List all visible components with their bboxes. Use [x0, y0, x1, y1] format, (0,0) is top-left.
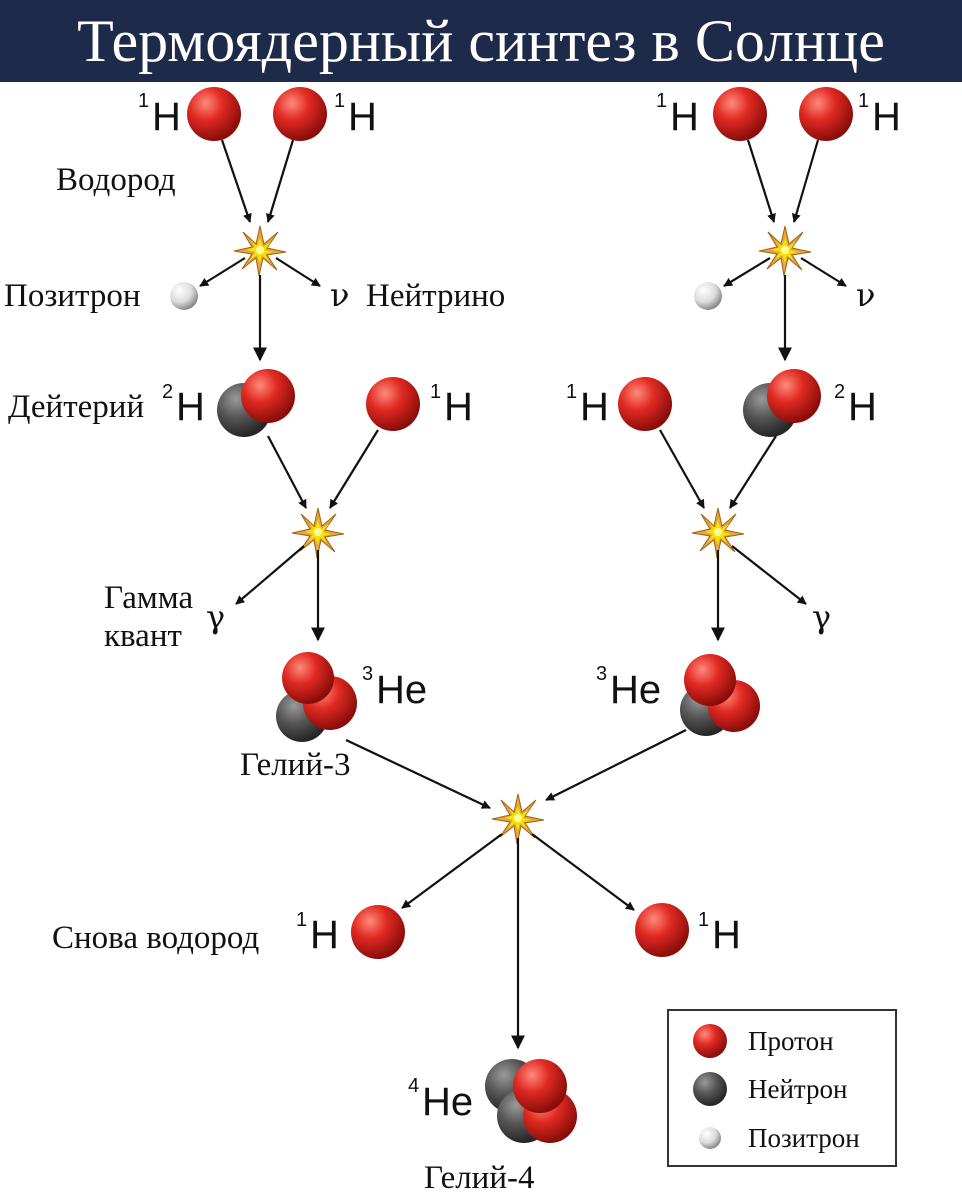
isotope-symbol: H — [444, 385, 473, 429]
flash-icon — [758, 225, 812, 277]
legend-neutron-label: Нейтрон — [748, 1074, 848, 1104]
proton-left-3 — [366, 377, 420, 431]
isotope-symbol: H — [176, 385, 205, 429]
isotope-symbol: H — [848, 385, 877, 429]
label-gamma-line1: Гамма — [104, 580, 193, 616]
label-helium4: Гелий-4 — [424, 1160, 535, 1196]
gamma-symbol: γ — [206, 598, 225, 636]
isotope-symbol: H — [152, 95, 181, 139]
isotope-mass: 1 — [698, 909, 709, 931]
proton-left-2 — [273, 87, 327, 141]
legend-positron-label: Позитрон — [748, 1123, 860, 1153]
label-hydrogen: Водород — [56, 162, 176, 198]
label-gamma-line2: квант — [104, 618, 182, 654]
proton-he3-left-b — [282, 652, 334, 704]
legend-proton-label: Протон — [748, 1026, 834, 1056]
isotope-mass: 1 — [430, 381, 441, 403]
isotope-symbol: H — [712, 913, 741, 957]
page-title: Термоядерный синтез в Солнце — [77, 8, 885, 74]
title-bar: Термоядерный синтез в Солнце — [0, 0, 962, 82]
isotope-mass: 4 — [408, 1075, 419, 1097]
proton-right-3 — [618, 377, 672, 431]
isotope-symbol: He — [422, 1080, 473, 1124]
isotope-symbol: H — [872, 95, 901, 139]
neutrino-symbol: ν — [330, 276, 349, 314]
isotope-symbol: H — [670, 95, 699, 139]
isotope-mass: 3 — [596, 663, 607, 685]
isotope-mass: 2 — [834, 381, 845, 403]
isotope-mass: 1 — [566, 381, 577, 403]
isotope-mass: 1 — [296, 909, 307, 931]
proton-right-1 — [713, 87, 767, 141]
label-again-hydrogen: Снова водород — [52, 920, 259, 956]
gamma-symbol: γ — [812, 598, 831, 636]
legend-neutron-icon — [693, 1072, 727, 1106]
label-helium3: Гелий-3 — [240, 747, 351, 783]
flash-icon — [233, 225, 287, 277]
legend: Протон Нейтрон Позитрон — [667, 1009, 897, 1167]
isotope-mass: 1 — [656, 90, 667, 112]
proton-he3-right-b — [684, 654, 736, 706]
proton-left-1 — [187, 87, 241, 141]
proton-he4-b — [513, 1059, 567, 1113]
isotope-mass: 3 — [362, 663, 373, 685]
proton-released-right — [635, 903, 689, 957]
positron-left — [170, 282, 198, 310]
isotope-symbol: H — [580, 385, 609, 429]
isotope-mass: 1 — [334, 90, 345, 112]
positron-right — [694, 282, 722, 310]
legend-positron-icon — [699, 1127, 721, 1149]
proton-deuterium-right — [767, 369, 821, 423]
label-deuterium: Дейтерий — [8, 389, 144, 425]
isotope-mass: 1 — [138, 90, 149, 112]
isotope-mass: 2 — [162, 381, 173, 403]
isotope-symbol: He — [376, 668, 427, 712]
isotope-symbol: H — [348, 95, 377, 139]
isotope-symbol: He — [610, 668, 661, 712]
legend-proton-icon — [693, 1024, 727, 1058]
proton-deuterium-left — [241, 369, 295, 423]
proton-right-2 — [799, 87, 853, 141]
neutrino-symbol: ν — [856, 276, 875, 314]
label-neutrino: Нейтрино — [366, 278, 505, 314]
label-positron: Позитрон — [4, 278, 141, 314]
isotope-mass: 1 — [858, 90, 869, 112]
proton-released-left — [351, 905, 405, 959]
isotope-symbol: H — [310, 913, 339, 957]
